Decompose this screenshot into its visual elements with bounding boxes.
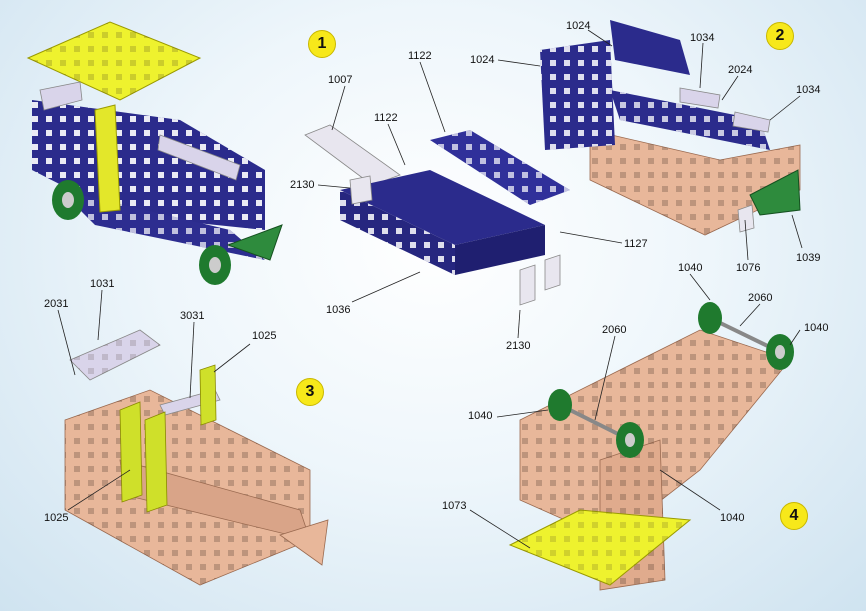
part-label-2060-right: 2060 (748, 292, 773, 304)
part-label-1040-top: 1040 (678, 262, 703, 274)
part-label-1025-top: 1025 (252, 330, 277, 342)
part-label-1024: 1024 (470, 54, 495, 66)
part-label-1040-bottom: 1040 (720, 512, 745, 524)
part-label-1036: 1036 (326, 304, 351, 316)
part-label-1025-bottom: 1025 (44, 512, 69, 524)
part-label-1040-right: 1040 (804, 322, 829, 334)
part-label-1034: 1034 (796, 84, 821, 96)
step1-parts (304, 124, 570, 306)
part-label-1073: 1073 (442, 500, 467, 512)
step-badge-2: 2 (766, 22, 794, 50)
part-label-2130-bottom: 2130 (506, 340, 531, 352)
part-label-1122-top: 1122 (408, 50, 432, 62)
part-label-2031: 2031 (44, 298, 69, 310)
step-badge-3: 3 (296, 378, 324, 406)
part-label-2130-left: 2130 (290, 179, 315, 191)
leader-lines (57, 29, 803, 549)
part-label-1024-top: 1024 (566, 20, 591, 32)
step-badge-1: 1 (308, 30, 336, 58)
step1-model (26, 21, 283, 285)
part-label-1040-left: 1040 (468, 410, 493, 422)
step3-model (64, 329, 329, 586)
part-label-1039: 1039 (796, 252, 821, 264)
part-label-1031: 1031 (90, 278, 115, 290)
part-label-1007: 1007 (328, 74, 353, 86)
step2-model (540, 20, 801, 236)
step4-model (508, 302, 794, 591)
part-label-1127: 1127 (624, 238, 648, 250)
part-label-3031: 3031 (180, 310, 205, 322)
part-label-2024: 2024 (728, 64, 753, 76)
part-label-2060-center: 2060 (602, 324, 627, 336)
part-label-1122: 1122 (374, 112, 398, 124)
part-label-1034-top: 1034 (690, 32, 715, 44)
step-badge-4: 4 (780, 502, 808, 530)
part-label-1076: 1076 (736, 262, 761, 274)
